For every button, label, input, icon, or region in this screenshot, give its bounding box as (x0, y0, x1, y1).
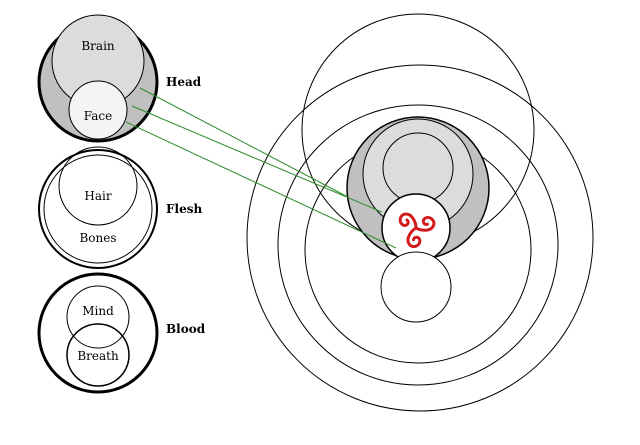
triskele-icon (398, 212, 436, 249)
lower-small-circle (380, 251, 452, 323)
blood-outer-circle (37, 272, 159, 394)
blood-label: Blood (166, 322, 206, 336)
large-ring-circle (277, 104, 559, 386)
face-circle (68, 80, 128, 140)
connector-line-top (139, 87, 347, 197)
bones-label: Bones (79, 231, 116, 245)
flesh-outer-circle (38, 149, 158, 269)
mind-circle (66, 285, 130, 349)
flesh-middle-circle (43, 154, 153, 264)
flesh-label: Flesh (166, 202, 202, 216)
breath-circle (66, 323, 130, 387)
connector-line-middle (131, 105, 383, 213)
outermost-circle (246, 64, 594, 412)
brain-label: Brain (81, 39, 115, 53)
head-label: Head (166, 75, 202, 89)
mind-label: Mind (82, 304, 114, 318)
hair-circle (58, 146, 138, 226)
connector-line-bottom (125, 121, 397, 249)
cosmos-group (246, 13, 594, 412)
face-label: Face (84, 109, 113, 123)
head-group: Brain Face Head (37, 14, 202, 143)
connector-lines (125, 87, 397, 249)
breath-label: Breath (77, 349, 119, 363)
hair-label: Hair (84, 189, 111, 203)
blood-group: Mind Breath Blood (37, 272, 206, 394)
flesh-group: Hair Bones Flesh (38, 146, 202, 269)
